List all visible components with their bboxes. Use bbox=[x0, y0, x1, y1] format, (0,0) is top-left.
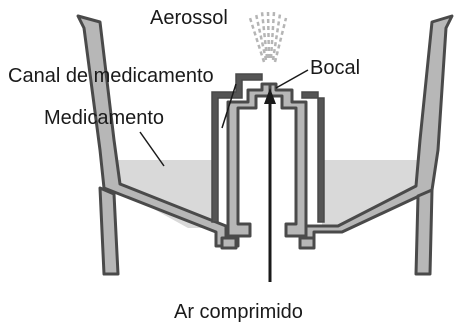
leg-right bbox=[298, 236, 316, 250]
aerosol-label: Aerossol bbox=[150, 7, 228, 29]
nozzle-leader bbox=[275, 69, 309, 89]
medication-pool-right bbox=[322, 160, 438, 228]
nozzle-body-right bbox=[268, 82, 308, 238]
medication-label: Medicamento bbox=[44, 107, 164, 129]
medication-channel-right bbox=[301, 91, 325, 223]
aerosol-spray bbox=[248, 11, 288, 63]
cup-wall-left bbox=[76, 14, 240, 248]
medication-leader bbox=[139, 131, 165, 167]
medication-channel-leader bbox=[221, 83, 237, 129]
nozzle-body-left bbox=[226, 82, 272, 238]
medication-channel-label: Canal de medicamento bbox=[8, 65, 214, 87]
compressed-air-arrowhead bbox=[264, 88, 276, 104]
leg-left bbox=[220, 236, 238, 250]
medication-channel-left bbox=[211, 73, 263, 223]
compressed-air-label: Ar comprimido bbox=[174, 301, 303, 323]
outer-leg-left bbox=[98, 186, 120, 276]
nozzle-label: Bocal bbox=[310, 57, 360, 79]
outer-leg-right bbox=[414, 188, 434, 276]
